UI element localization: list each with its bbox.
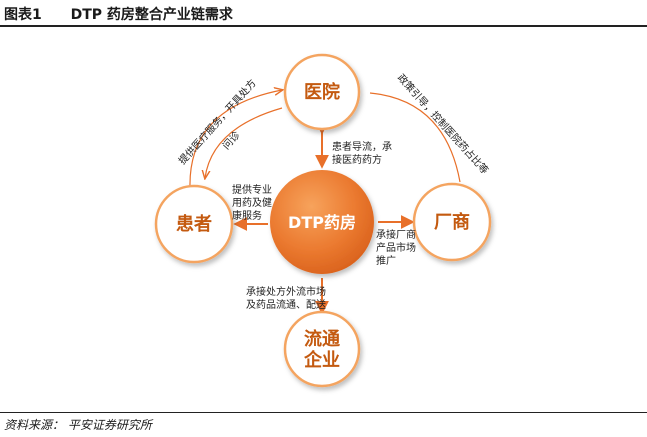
label-pharmacy-to-distributor: 承接处方外流市场 及药品流通、配送 <box>246 285 326 311</box>
label-manufacturer-to-hospital: 政策引导，控制医院药占比等 <box>395 71 492 176</box>
figure-number: 图表1 <box>4 7 42 23</box>
arc-manufacturer-to-hospital <box>369 92 461 183</box>
dtp-pharmacy-label: DTP药房 <box>288 213 356 232</box>
label-pharmacy-to-manufacturer: 承接厂商 产品市场 推广 <box>376 228 416 267</box>
edge-label-line: 患者导流，承 <box>332 140 392 153</box>
figure-title-text: DTP 药房整合产业链需求 <box>70 7 233 23</box>
edge-label-line: 康服务 <box>232 209 262 222</box>
patient-label: 患者 <box>176 214 212 235</box>
edge-label-line: 提供专业 <box>232 183 272 196</box>
source-note: 资料来源： 平安证券研究所 <box>4 418 152 432</box>
hospital-node: 医院 <box>283 53 361 131</box>
source-rule <box>0 412 647 413</box>
edge-label-line: 用药及健 <box>232 197 272 209</box>
label-pharmacy-to-patient: 提供专业 用药及健 康服务 <box>232 183 272 222</box>
edge-label-line: 推广 <box>376 254 396 267</box>
arc-return-visit <box>205 107 283 178</box>
distributor-label-line1: 流通 <box>304 328 340 350</box>
edge-label-line: 及药品流通、配送 <box>246 298 326 311</box>
dtp-pharmacy-node: DTP药房 <box>270 170 374 274</box>
edge-label-line: 接医药药方 <box>332 153 382 166</box>
industry-chain-diagram: 医院 患者 厂商 流通 企业 DTP药房 患者导流，承 接医药药方 提供专业 用… <box>154 53 492 388</box>
edge-label-line: 承接处方外流市场 <box>246 285 326 298</box>
patient-node: 患者 <box>154 184 234 264</box>
label-hospital-to-pharmacy: 患者导流，承 接医药药方 <box>332 140 392 166</box>
manufacturer-node: 厂商 <box>412 182 492 262</box>
title-rule <box>0 25 647 27</box>
distributor-node: 流通 企业 <box>283 310 361 388</box>
figure-title: 图表1 DTP 药房整合产业链需求 <box>4 4 233 24</box>
manufacturer-label: 厂商 <box>434 211 470 233</box>
arc-patient-to-hospital <box>189 90 282 189</box>
edge-label-line: 承接厂商 <box>376 228 416 241</box>
hospital-label: 医院 <box>304 81 340 103</box>
distributor-label-line2: 企业 <box>303 349 340 371</box>
edge-label-line: 产品市场 <box>376 241 416 254</box>
